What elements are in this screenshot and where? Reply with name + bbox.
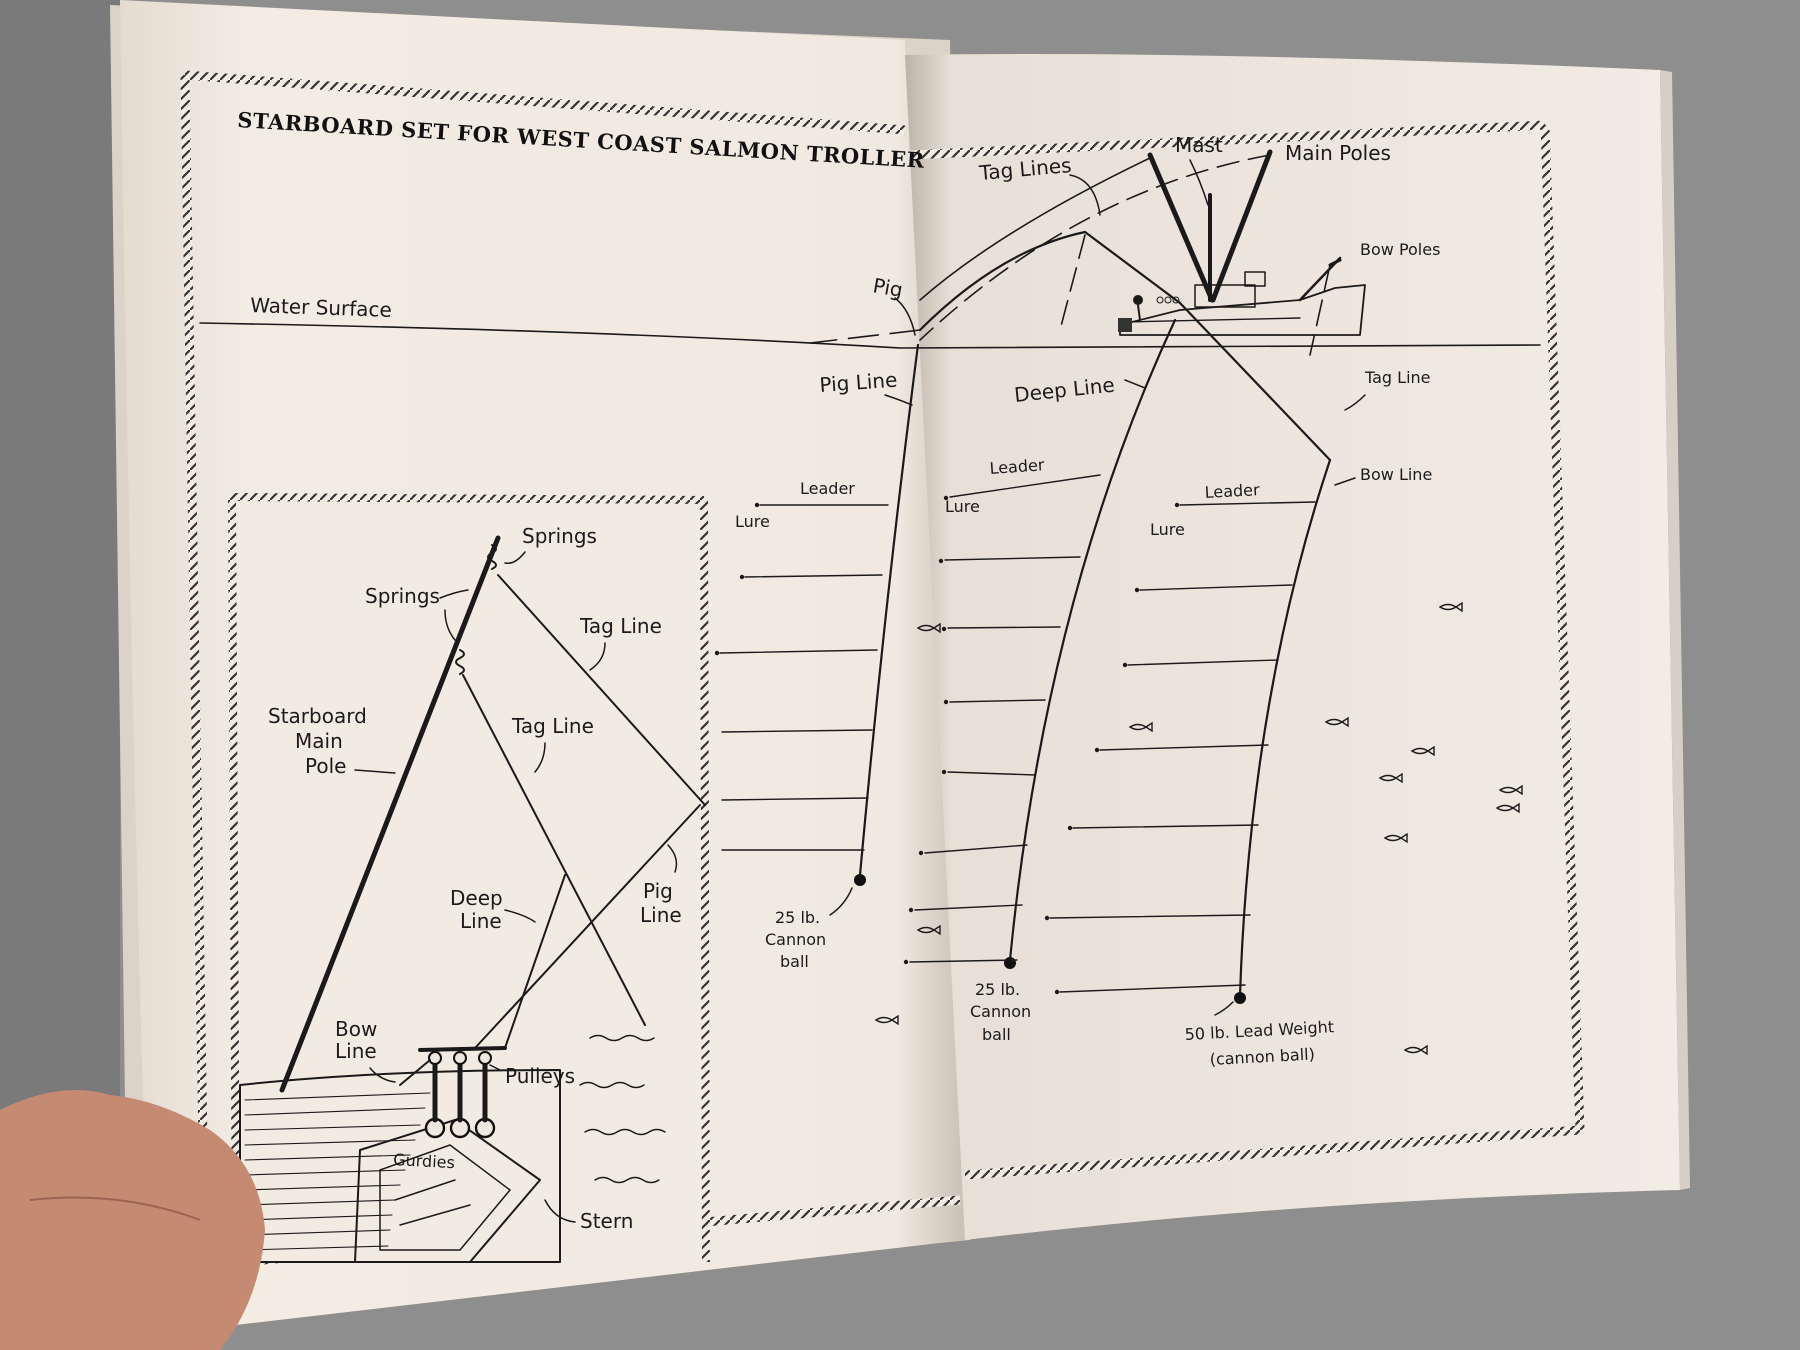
mast-label: Mast: [1175, 133, 1223, 157]
weight-25-label-b3: ball: [982, 1025, 1011, 1044]
lure-label-1: Lure: [735, 512, 770, 531]
inset-panel: [228, 493, 710, 1263]
starboard-label-3: Pole: [305, 754, 346, 778]
cannon-ball-icon: [1004, 957, 1016, 969]
inset-drawing: [239, 535, 706, 1263]
gurdies-label: Gurdies: [393, 1150, 456, 1172]
weight-25-label-b2: Cannon: [970, 1002, 1031, 1021]
weight-25-label-a3: ball: [780, 952, 809, 971]
water-surface-label: Water Surface: [250, 293, 392, 322]
lure-label-3: Lure: [1150, 520, 1185, 539]
deep-line: [1008, 318, 1177, 962]
main-pole-aft: [1147, 152, 1215, 303]
rope-border-right: [909, 120, 1585, 1180]
water-surface-line: [199, 322, 1541, 349]
bow-poles-label: Bow Poles: [1360, 240, 1440, 259]
bow-line-label: Bow Line: [1360, 465, 1432, 484]
thumb: [0, 1090, 265, 1350]
weight-25-label-a1: 25 lb.: [775, 908, 820, 927]
spring-icon: [455, 544, 497, 675]
bow-line: [1238, 458, 1332, 997]
deep-line-inset-label-1: Deep: [450, 886, 503, 910]
pig-line-leaders: [714, 502, 889, 851]
pig-line-inset-label-2: Line: [640, 903, 682, 927]
pulleys-label: Pulleys: [505, 1064, 575, 1088]
tag-line-label-upper: Tag Line: [579, 614, 662, 638]
starboard-label-2: Main: [295, 729, 343, 753]
main-pole-fwd: [1210, 149, 1273, 303]
springs-label-top: Springs: [522, 524, 597, 548]
leader-label-1: Leader: [800, 479, 855, 498]
springs-label-left: Springs: [365, 584, 440, 608]
right-page: [905, 54, 1680, 1240]
pig-line-inset-label-1: Pig: [643, 879, 673, 903]
upper-tag-line: [918, 230, 1087, 332]
tag-line-label: Tag Line: [1364, 368, 1431, 387]
starboard-main-pole: [279, 535, 501, 1093]
tag-line-right: [1178, 301, 1332, 462]
pig-line-label: Pig Line: [819, 368, 898, 397]
deep-line-inset-label-2: Line: [460, 909, 502, 933]
lure-label-2: Lure: [945, 497, 980, 516]
bow-line-inset-label-2: Line: [335, 1039, 377, 1063]
bow-line-leaders: [1044, 501, 1316, 995]
cannon-ball-icon: [854, 874, 866, 886]
starboard-label-1: Starboard: [268, 704, 367, 728]
weight-25-label-a2: Cannon: [765, 930, 826, 949]
main-poles-label: Main Poles: [1285, 141, 1391, 165]
bow-line-inset-label-1: Bow: [335, 1017, 377, 1041]
tag-line-label-lower: Tag Line: [511, 714, 594, 738]
cannon-ball-icon: [1234, 992, 1246, 1004]
pig-label: Pig: [871, 273, 905, 302]
pig-line: [858, 343, 920, 877]
inset-labels: Springs Springs Tag Line Tag Line Starbo…: [268, 524, 682, 1233]
leader-label-3: Leader: [1204, 480, 1260, 502]
poles: [1147, 149, 1342, 303]
deep-line-leaders: [903, 474, 1101, 965]
troller-boat: [1118, 271, 1366, 336]
stern-label: Stern: [580, 1209, 633, 1233]
weight-25-label-b1: 25 lb.: [975, 980, 1020, 999]
leader-label-2: Leader: [989, 455, 1045, 478]
